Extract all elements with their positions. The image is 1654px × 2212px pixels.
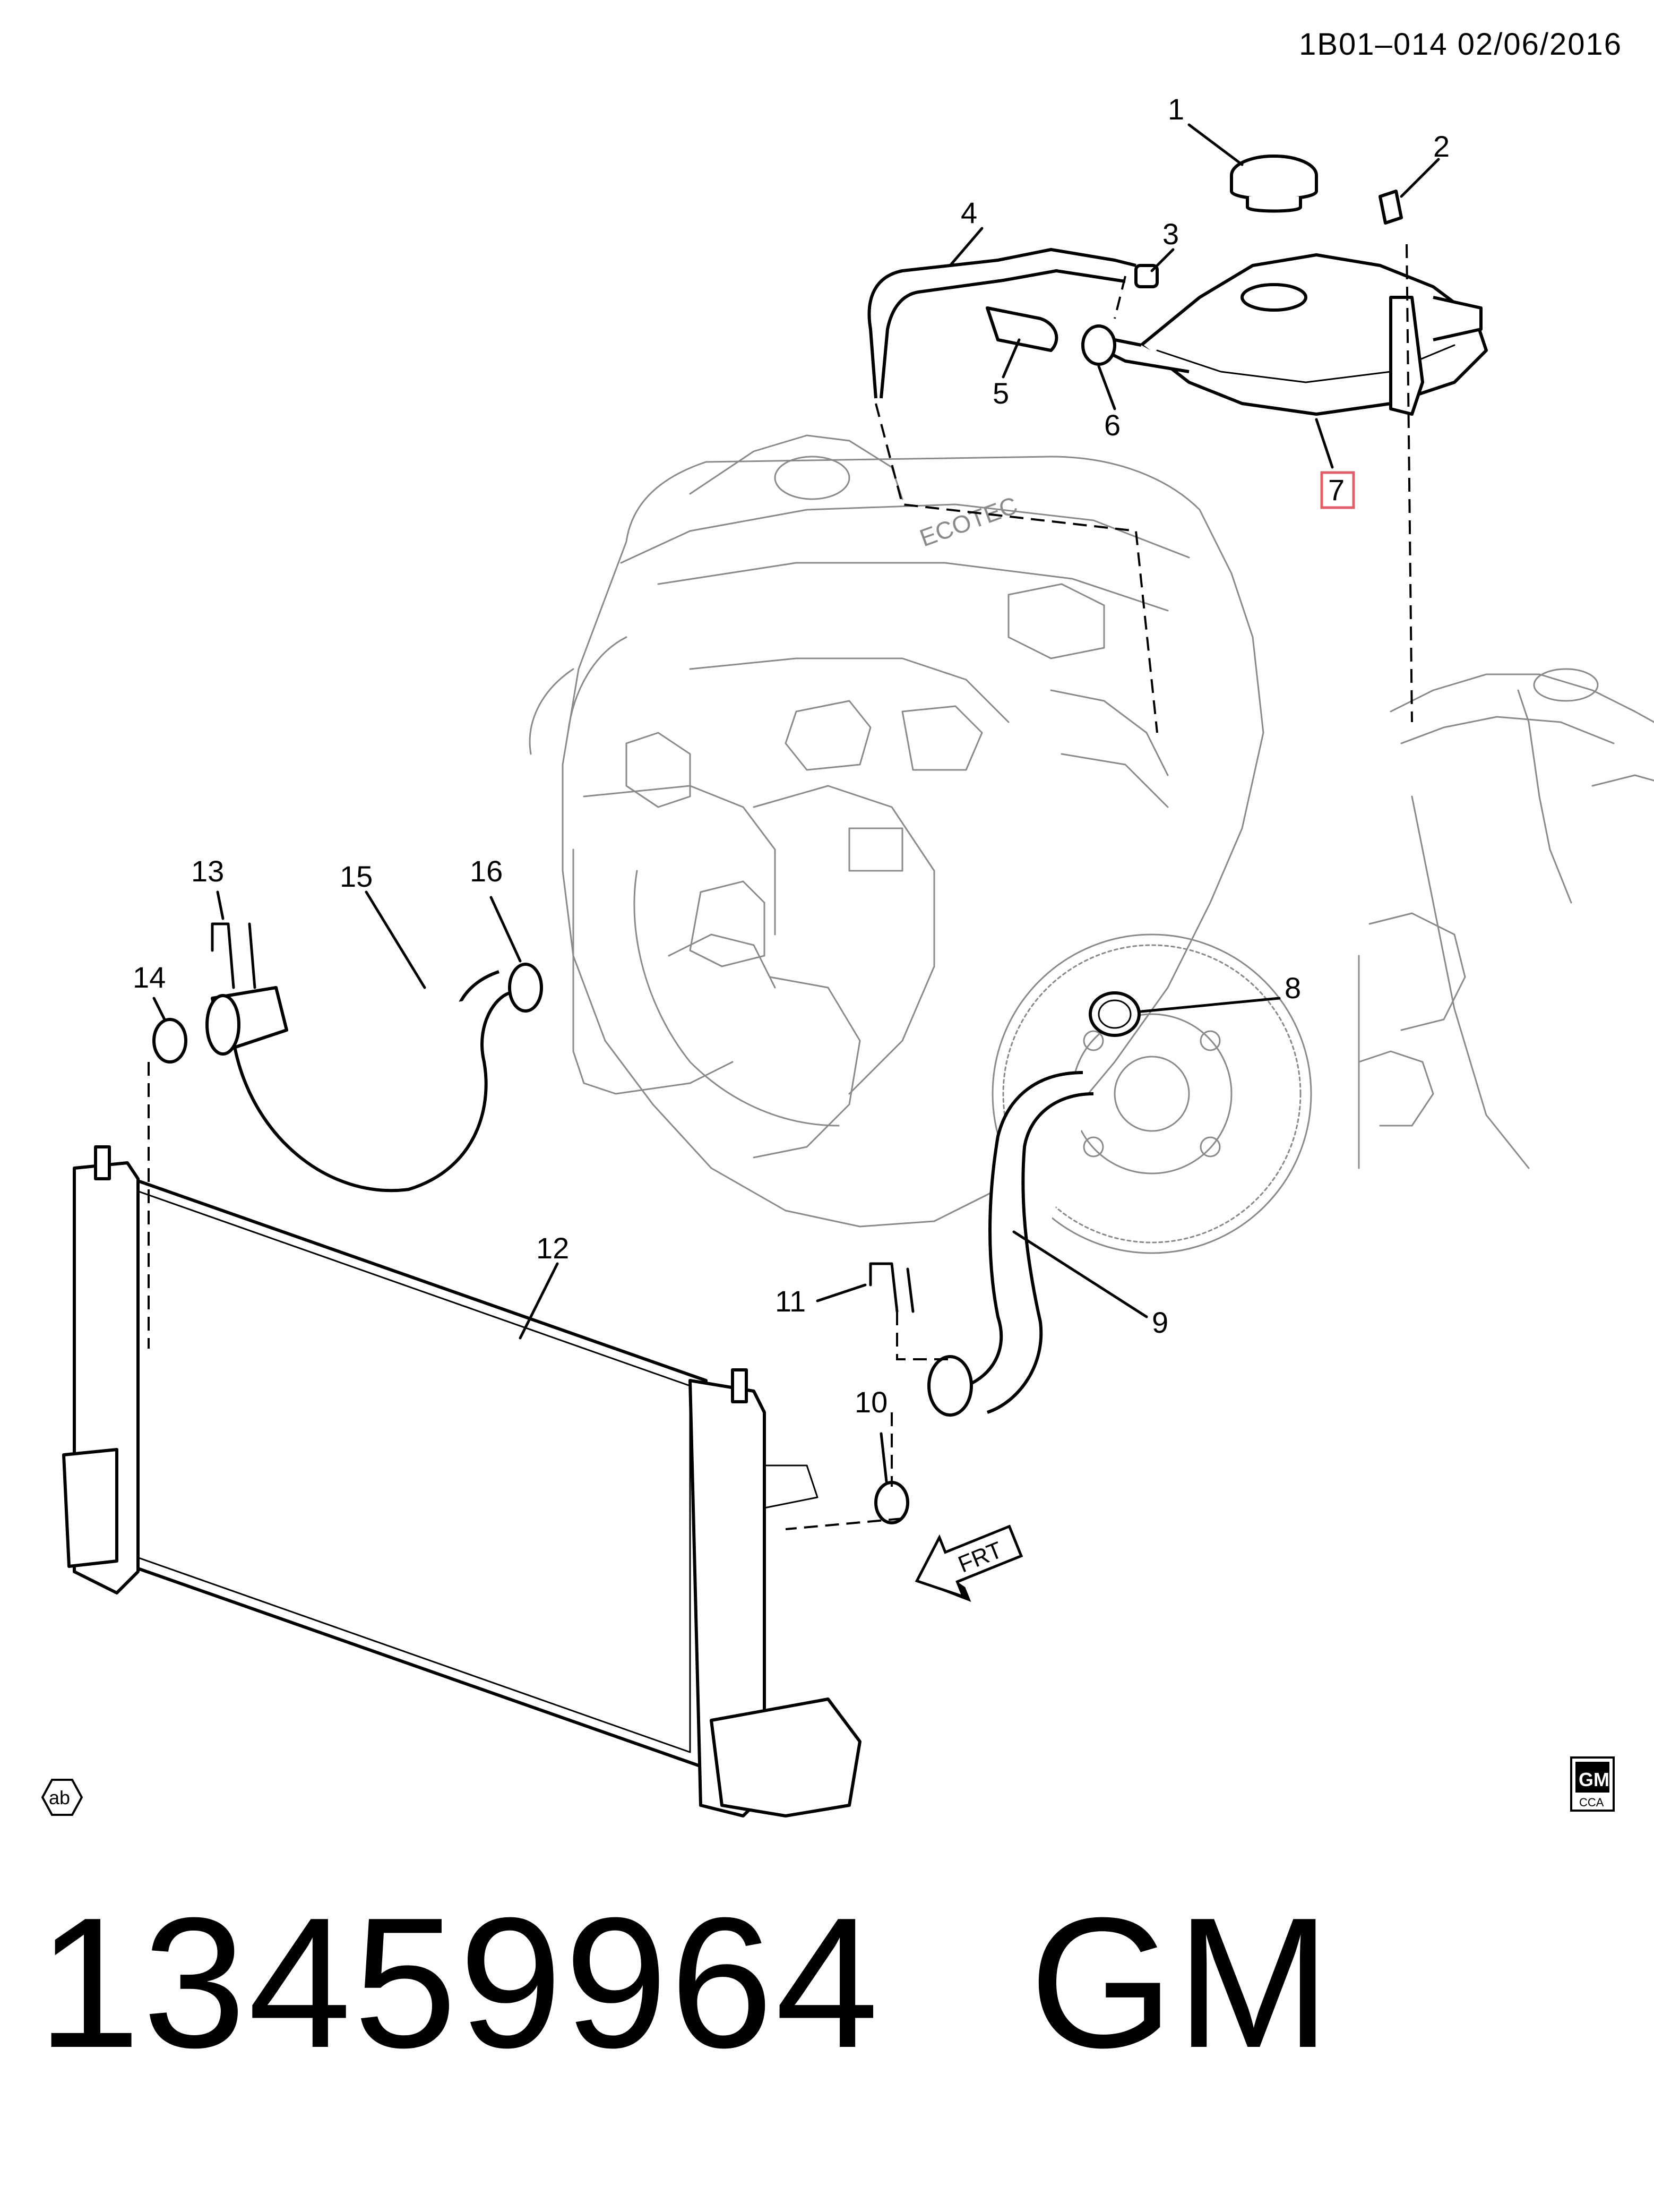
engine-badge: ECOTEC bbox=[916, 491, 1021, 552]
coolant-reservoir bbox=[1102, 253, 1488, 416]
flywheel bbox=[992, 933, 1312, 1254]
callout-4: 4 bbox=[961, 196, 977, 229]
engine-assembly: ECOTEC bbox=[529, 434, 1264, 1228]
callout-leaders bbox=[152, 123, 1440, 1483]
part-number: 13459964 bbox=[37, 1879, 881, 2087]
clamp-16 bbox=[508, 963, 543, 1013]
gm-logo-bottom: CCA bbox=[1579, 1796, 1604, 1809]
callout-11: 11 bbox=[775, 1284, 806, 1318]
callout-7-highlight-box bbox=[1320, 471, 1355, 509]
callout-1: 1 bbox=[1168, 92, 1184, 126]
seal-14 bbox=[152, 1018, 187, 1064]
body-structure bbox=[1358, 668, 1654, 1169]
callout-2: 2 bbox=[1433, 130, 1450, 163]
gm-cca-logo: GM CCA bbox=[1570, 1756, 1615, 1812]
callout-14: 14 bbox=[133, 961, 166, 994]
assembly-leaders bbox=[148, 244, 1413, 1530]
diagram-reference-date: 1B01–014 02/06/2016 bbox=[1299, 27, 1622, 62]
callout-7: 7 bbox=[1328, 473, 1345, 507]
callout-labels: 1 2 3 4 5 6 7 8 9 10 11 12 13 14 15 16 bbox=[133, 92, 1450, 1419]
callout-8: 8 bbox=[1285, 971, 1301, 1005]
reservoir-cap bbox=[1230, 155, 1318, 213]
lower-radiator-hose-9 bbox=[927, 1071, 1094, 1417]
clamp-8 bbox=[1089, 991, 1141, 1037]
callout-9: 9 bbox=[1152, 1306, 1168, 1339]
callout-5: 5 bbox=[993, 376, 1009, 410]
clip-2 bbox=[1379, 190, 1403, 225]
clamp-6 bbox=[1081, 324, 1116, 366]
radiator bbox=[62, 1145, 862, 1817]
ab-badge-label: ab bbox=[49, 1787, 70, 1808]
callout-12: 12 bbox=[536, 1231, 569, 1265]
callout-6: 6 bbox=[1104, 408, 1121, 442]
callout-13: 13 bbox=[191, 854, 224, 888]
upper-radiator-hose-15 bbox=[205, 970, 511, 1193]
clamp-13 bbox=[211, 922, 256, 989]
ab-badge: ab bbox=[41, 1779, 83, 1816]
callout-16: 16 bbox=[470, 854, 503, 888]
callout-3: 3 bbox=[1162, 217, 1179, 251]
clamp-11 bbox=[869, 1262, 915, 1313]
front-direction-arrow: FRT bbox=[915, 1524, 1023, 1602]
seal-10 bbox=[874, 1481, 909, 1524]
hose-5 bbox=[986, 306, 1058, 352]
callout-15: 15 bbox=[340, 860, 373, 893]
brand-name: GM bbox=[1029, 1879, 1333, 2087]
gm-logo-top: GM bbox=[1579, 1769, 1609, 1790]
callout-10: 10 bbox=[855, 1385, 888, 1419]
